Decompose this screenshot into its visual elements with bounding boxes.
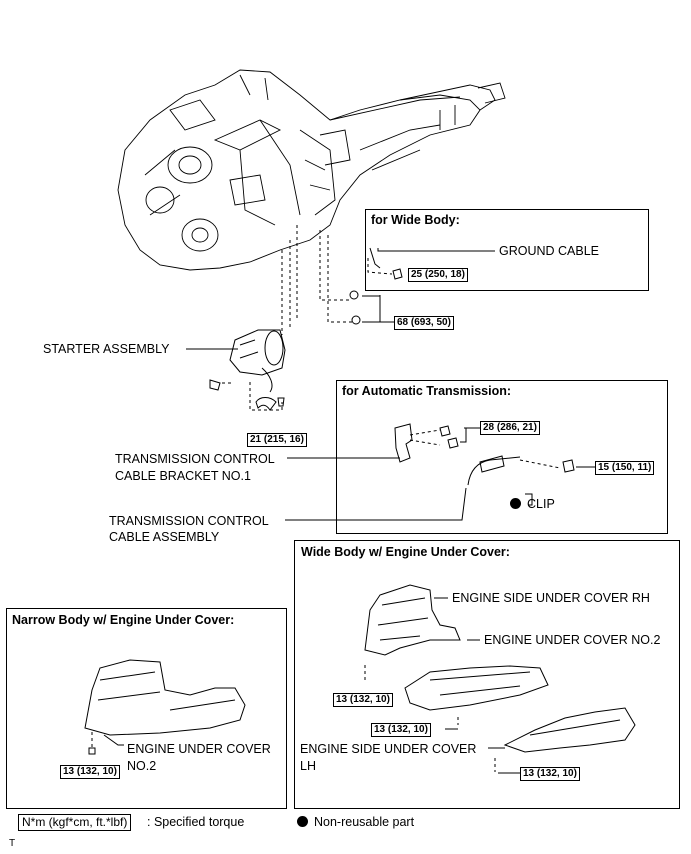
- torque-ground-bolt: 25 (250, 18): [408, 268, 468, 282]
- auto-trans-box: [336, 380, 668, 534]
- torque-wide-lh: 13 (132, 10): [520, 767, 580, 781]
- tcc-drawing: [394, 423, 575, 506]
- wide-covers-drawing: [364, 584, 636, 753]
- legend-torque-unit: N*m (kgf*cm, ft.*lbf): [18, 814, 132, 831]
- narrow-cover-title: Narrow Body w/ Engine Under Cover:: [12, 613, 235, 627]
- side-cover-lh-label-1: ENGINE SIDE UNDER COVER: [300, 742, 477, 756]
- narrow-under-cover-label-2: NO.2: [127, 759, 157, 773]
- bolt-marks: [349, 247, 403, 325]
- torque-wide-no2: 13 (132, 10): [371, 723, 431, 737]
- auto-trans-title: for Automatic Transmission:: [342, 384, 512, 398]
- legend-torque-desc: : Specified torque: [147, 815, 245, 829]
- tcc-bracket-label-1: TRANSMISSION CONTROL: [115, 452, 275, 466]
- tcc-assembly-label-2: CABLE ASSEMBLY: [109, 530, 220, 544]
- torque-starter-lower: 21 (215, 16): [247, 433, 307, 447]
- narrow-under-cover-label-1: ENGINE UNDER COVER: [127, 742, 271, 756]
- corner-mark: T: [9, 838, 16, 849]
- leader-lines: [96, 248, 595, 774]
- clip-text: CLIP: [527, 497, 555, 511]
- torque-bracket-bolts: 28 (286, 21): [480, 421, 540, 435]
- torque-cable-nut: 15 (150, 11): [595, 461, 655, 475]
- engine-assembly-drawing: [117, 69, 506, 271]
- side-cover-rh-label: ENGINE SIDE UNDER COVER RH: [452, 591, 650, 605]
- tcc-bracket-label-2: CABLE BRACKET NO.1: [115, 469, 251, 483]
- wide-body-title: for Wide Body:: [371, 213, 460, 227]
- nonreusable-dot-icon: [510, 498, 521, 509]
- torque-starter-bolts: 68 (693, 50): [394, 316, 454, 330]
- clip-label: CLIP: [510, 497, 555, 512]
- side-cover-lh-label-2: LH: [300, 759, 316, 773]
- legend-dot-icon: [297, 816, 308, 827]
- narrow-cover-box: [6, 608, 287, 809]
- legend-nonreusable: Non-reusable part: [297, 815, 414, 830]
- wide-cover-box: [294, 540, 680, 809]
- torque-narrow: 13 (132, 10): [60, 765, 120, 779]
- wide-body-box: [365, 209, 649, 291]
- ground-cable-label: GROUND CABLE: [499, 244, 600, 258]
- legend-nonreusable-text: Non-reusable part: [314, 815, 415, 829]
- tcc-assembly-label-1: TRANSMISSION CONTROL: [109, 514, 269, 528]
- narrow-covers-drawing: [84, 659, 246, 755]
- starter-label: STARTER ASSEMBLY: [43, 342, 170, 356]
- starter-drawing: [209, 329, 286, 411]
- dashed-leaders: [91, 225, 561, 772]
- torque-wide-rh: 13 (132, 10): [333, 693, 393, 707]
- under-cover-no2-label: ENGINE UNDER COVER NO.2: [484, 633, 661, 647]
- wide-cover-title: Wide Body w/ Engine Under Cover:: [301, 545, 510, 559]
